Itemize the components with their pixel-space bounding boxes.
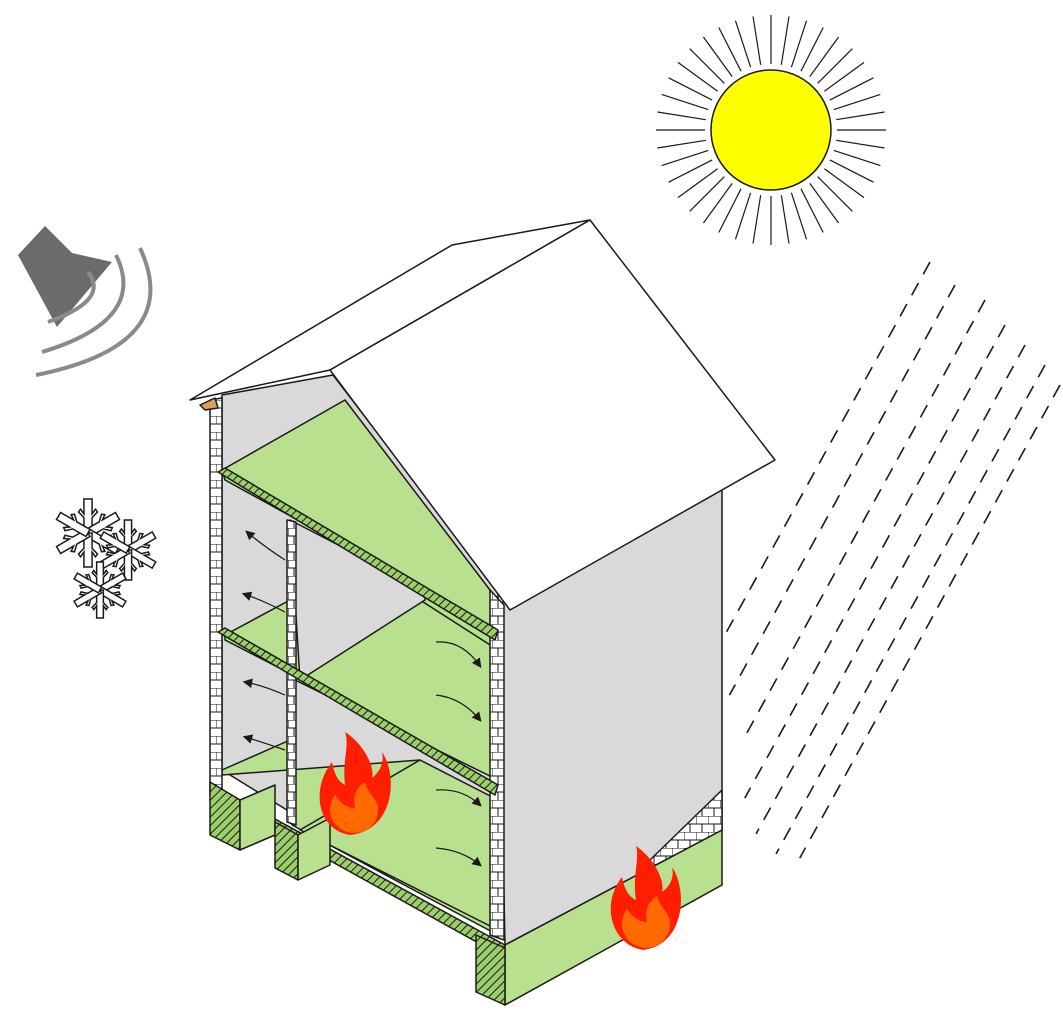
sun-icon: [656, 15, 886, 245]
exterior-fire-icon: [610, 846, 681, 950]
house-cutaway-illustration: [189, 219, 776, 1006]
rain-lines-icon: [721, 261, 1061, 859]
loudspeaker-noise-icon: [18, 226, 153, 377]
snowflake-icon: [55, 498, 157, 619]
interior-fire-icon: [319, 732, 391, 835]
heat-flow-arrow-icon: [241, 530, 482, 867]
